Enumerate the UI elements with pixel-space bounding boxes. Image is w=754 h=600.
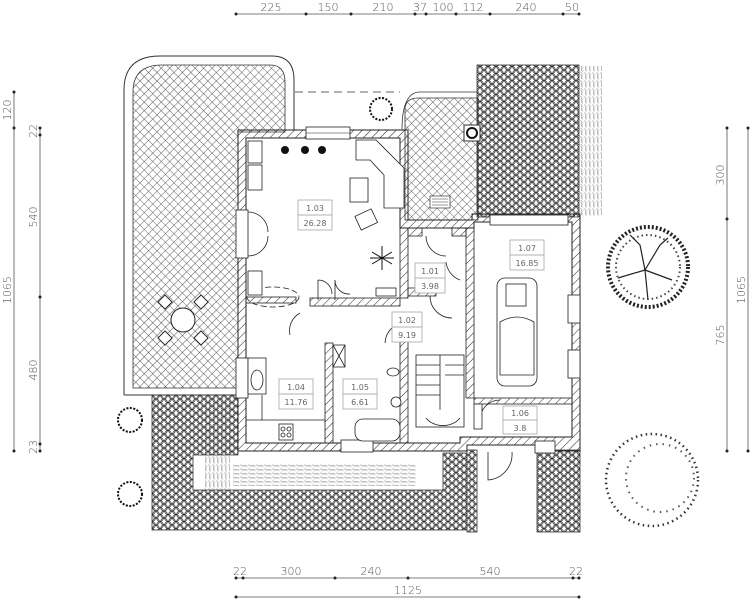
dim-bottom-4: 540 — [480, 565, 501, 578]
armchair-icon — [354, 208, 379, 231]
window — [534, 440, 556, 454]
room-id: 1.06 — [511, 409, 529, 418]
grass-strip-left — [205, 398, 230, 490]
coffee-table — [349, 177, 369, 203]
dim-bottom-2: 300 — [281, 565, 302, 578]
room-area: 16.85 — [516, 259, 539, 268]
dimension-right: 300 765 1065 — [714, 126, 750, 453]
dim-top-7: 240 — [516, 1, 537, 14]
dimension-left: 120 1065 22 540 480 23 — [1, 90, 42, 454]
dim-bottom-3: 240 — [361, 565, 382, 578]
dimension-top: 225 150 210 37 100 112 240 50 — [234, 1, 581, 16]
room-area: 6.61 — [351, 398, 369, 407]
dim-right-1: 300 — [714, 165, 727, 186]
room-label-1.06: 1.06 3.8 — [502, 405, 538, 435]
room-label-1.07: 1.07 16.85 — [509, 239, 545, 271]
window — [567, 294, 581, 324]
room-id: 1.04 — [287, 383, 305, 392]
staircase-icon — [415, 354, 465, 428]
dim-left-inner-2: 540 — [27, 207, 40, 228]
tree-icon — [606, 225, 690, 309]
room-label-1.04: 1.04 11.76 — [278, 378, 314, 410]
stove-icon — [278, 423, 294, 441]
dim-left-inner-4: 23 — [27, 440, 40, 454]
dim-bottom-1: 22 — [233, 565, 247, 578]
garage-door — [489, 214, 569, 226]
dim-left-outer-2: 1065 — [1, 276, 14, 304]
room-label-1.05: 1.05 6.61 — [342, 378, 378, 410]
dim-top-3: 210 — [373, 1, 394, 14]
tree-sparse-icon — [604, 432, 700, 528]
room-labels: 1.03 26.28 1.01 3.98 1.02 9.19 1.07 16.8… — [278, 199, 545, 435]
dim-top-2: 150 — [318, 1, 339, 14]
shrub-icon — [117, 97, 393, 507]
dim-right-total: 1065 — [735, 276, 748, 304]
room-id: 1.07 — [518, 244, 536, 253]
dim-top-6: 112 — [463, 1, 484, 14]
grass-strip-bottom — [233, 464, 416, 486]
room-id: 1.03 — [306, 204, 324, 213]
room-area: 11.76 — [285, 398, 308, 407]
grass-strip-right — [580, 66, 602, 216]
dimension-bottom: 22 300 240 540 22 1125 — [233, 565, 583, 599]
exterior-walls — [235, 126, 581, 454]
left-terrace — [123, 55, 295, 396]
toilet-icon — [386, 367, 400, 377]
ceiling-lights-icon — [281, 146, 326, 154]
furniture — [246, 139, 538, 442]
room-label-1.03: 1.03 26.28 — [297, 199, 333, 231]
room-id: 1.01 — [421, 267, 439, 276]
dim-bottom-5: 22 — [569, 565, 583, 578]
window — [340, 439, 374, 453]
room-area: 3.8 — [514, 424, 527, 433]
sink-icon — [390, 396, 402, 408]
dim-left-inner-1: 22 — [27, 124, 40, 138]
window — [235, 357, 249, 399]
sofa-icon — [355, 139, 405, 209]
entry-terrace — [401, 91, 481, 221]
dim-right-2: 765 — [714, 325, 727, 346]
dim-left-inner-3: 480 — [27, 360, 40, 381]
room-area: 26.28 — [304, 219, 327, 228]
bathtub-icon — [354, 418, 401, 442]
car-icon — [496, 277, 538, 387]
table-chairs-icon — [157, 294, 209, 346]
room-id: 1.05 — [351, 383, 369, 392]
window — [567, 349, 581, 379]
room-label-1.02: 1.02 9.19 — [391, 311, 423, 343]
dim-top-4: 37 — [413, 1, 427, 14]
hex-paving-front — [151, 394, 468, 531]
hex-paving-right — [466, 449, 581, 533]
dim-top-1: 225 — [261, 1, 282, 14]
dim-bottom-total: 1125 — [394, 584, 422, 597]
room-id: 1.02 — [398, 316, 416, 325]
room-area: 9.19 — [398, 331, 416, 340]
dim-left-outer-1: 120 — [1, 100, 14, 121]
hex-paving-driveway — [476, 64, 580, 218]
plant-icon — [370, 246, 394, 270]
dim-top-5: 100 — [433, 1, 454, 14]
dim-top-8: 50 — [565, 1, 579, 14]
sink-icon — [250, 369, 264, 391]
room-label-1.01: 1.01 3.98 — [414, 262, 446, 294]
room-area: 3.98 — [421, 282, 439, 291]
window — [235, 209, 249, 259]
